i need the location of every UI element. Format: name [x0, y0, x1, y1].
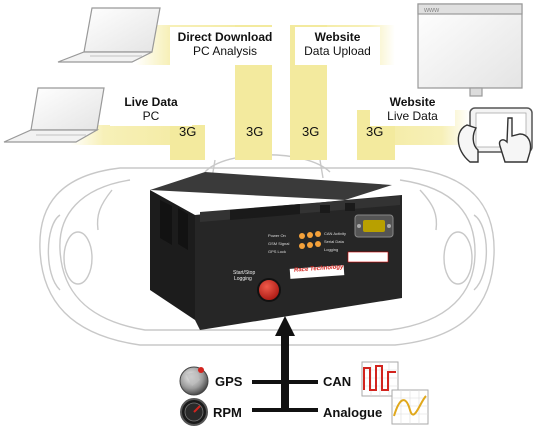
led-label: Logging: [324, 247, 339, 252]
connection-label: 3G: [246, 124, 264, 139]
led-label: Power On: [268, 233, 286, 238]
website-monitor-icon: www: [417, 3, 523, 97]
led-label: CAN Activity: [324, 231, 347, 236]
led-label: GSM Signal: [268, 241, 290, 246]
link-title: Website: [389, 95, 436, 109]
live-pc-label-box: [110, 92, 192, 126]
led-indicator-group: [299, 231, 321, 249]
input-label-gps: GPS: [215, 374, 243, 389]
link-title: Live Data: [124, 95, 178, 109]
website-upload-label: Website Data Upload: [295, 30, 380, 58]
connection-label: 3G: [366, 124, 384, 139]
brand-badge: [289, 265, 345, 279]
input-label-analogue: Analogue: [323, 405, 383, 420]
logger-device: [150, 172, 402, 330]
led-label: GPS Lock: [268, 249, 287, 254]
website-live-label: Website Live Data: [370, 95, 455, 123]
input-label-rpm: RPM: [213, 405, 242, 420]
gps-globe-icon: [179, 366, 209, 396]
record-button-icon: [257, 278, 281, 302]
led-label: Serial Data: [324, 239, 344, 244]
direct-download-label: Direct Download PC Analysis: [170, 30, 280, 58]
analogue-graph-icon: [391, 389, 429, 425]
svg-text:www: www: [423, 7, 440, 14]
rpm-gauge-icon: [180, 398, 208, 426]
device-sticker: [347, 251, 389, 263]
input-connector: [252, 316, 318, 412]
button-caption: Logging: [234, 276, 252, 282]
link-subtitle: Live Data: [387, 109, 438, 123]
serial-port-icon: [354, 214, 394, 238]
connection-label: 3G: [179, 124, 197, 139]
live-pc-label: Live Data PC: [110, 95, 192, 123]
direct-download-label-box: [170, 27, 280, 65]
website-live-label-box: [370, 92, 455, 126]
laptop-icon: [57, 7, 161, 63]
link-title: Website: [314, 30, 361, 44]
tablet-hands-icon: [457, 107, 533, 163]
laptop-icon: [3, 87, 105, 143]
connection-label: 3G: [302, 124, 320, 139]
input-label-can: CAN: [323, 374, 352, 389]
link-subtitle: PC: [142, 109, 160, 123]
website-upload-label-box: [295, 27, 380, 65]
link-subtitle: PC Analysis: [192, 44, 258, 58]
link-subtitle: Data Upload: [304, 44, 371, 58]
link-title: Direct Download: [177, 30, 273, 44]
button-caption: Start/Stop: [233, 270, 256, 276]
can-graph-icon: [361, 361, 399, 397]
data-band-live-pc: [70, 125, 205, 160]
